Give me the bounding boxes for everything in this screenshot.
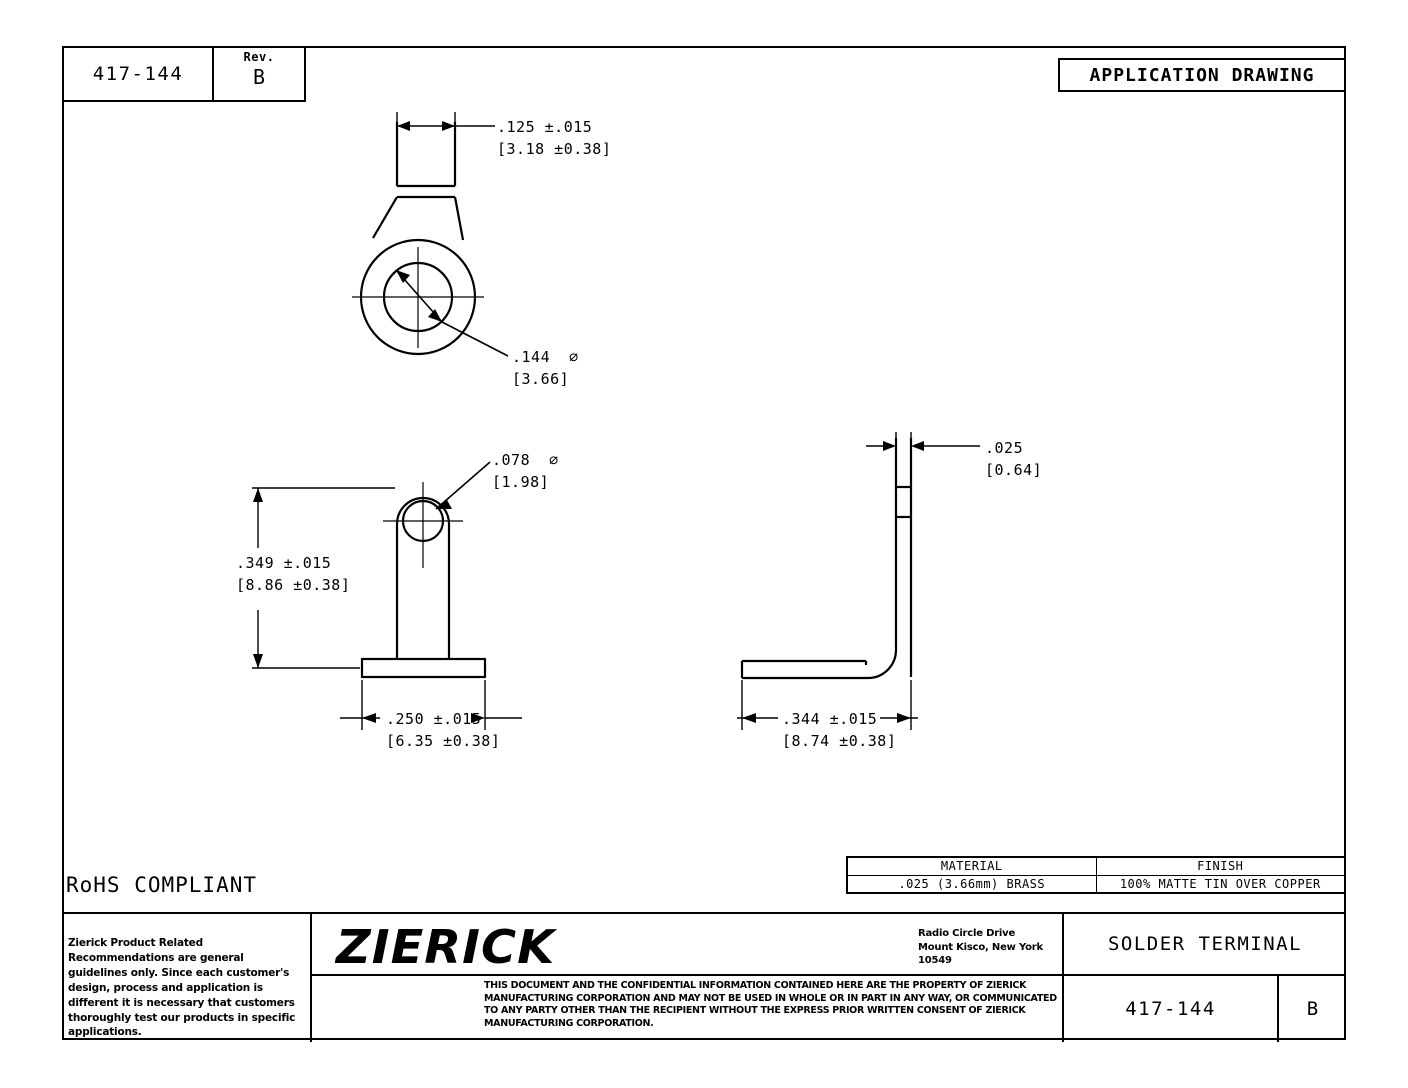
dim-text-front-base-width: .250 ±.015 [6.35 ±0.38] bbox=[386, 710, 501, 750]
header-rev-label: Rev. bbox=[243, 50, 275, 64]
header-rev-value: B bbox=[252, 65, 266, 89]
drawing-title: SOLDER TERMINAL bbox=[1107, 933, 1303, 955]
application-drawing-label: APPLICATION DRAWING bbox=[1089, 64, 1315, 86]
dim-text-side-length: .344 ±.015 [8.74 ±0.38] bbox=[782, 710, 897, 750]
company-address: Radio Circle Drive Mount Kisco, New York… bbox=[918, 927, 1064, 968]
drawing-border bbox=[62, 46, 1346, 1040]
title-block-center: ZIERICK Radio Circle Drive Mount Kisco, … bbox=[312, 914, 1064, 1042]
disclaimer-text: Zierick Product Related Recommendations … bbox=[68, 937, 296, 1039]
header-rev-box: Rev. B bbox=[214, 46, 306, 102]
dim-text-front-hole: .078 ∅ [1.98] bbox=[492, 451, 559, 491]
material-header: MATERIAL bbox=[848, 858, 1097, 875]
title-block-rev-box: B bbox=[1279, 976, 1346, 1042]
spec-table-header-row: MATERIAL FINISH bbox=[848, 858, 1344, 876]
disclaimer-notes: Zierick Product Related Recommendations … bbox=[62, 914, 312, 1042]
logo-area: ZIERICK Radio Circle Drive Mount Kisco, … bbox=[312, 914, 1064, 976]
spec-table-value-row: .025 (3.66mm) BRASS 100% MATTE TIN OVER … bbox=[848, 875, 1344, 892]
dim-text-top-width: .125 ±.015 [3.18 ±0.38] bbox=[497, 118, 612, 158]
title-block-right: SOLDER TERMINAL 417-144 B bbox=[1064, 914, 1346, 1042]
title-block-part-number: 417-144 bbox=[1125, 998, 1216, 1020]
address-line-2: Mount Kisco, New York 10549 bbox=[918, 941, 1043, 967]
dim-text-front-height: .349 ±.015 [8.86 ±0.38] bbox=[236, 554, 351, 594]
title-block: Zierick Product Related Recommendations … bbox=[62, 912, 1346, 1042]
material-value: .025 (3.66mm) BRASS bbox=[848, 875, 1097, 892]
legal-notice: THIS DOCUMENT AND THE CONFIDENTIAL INFOR… bbox=[484, 980, 1057, 1029]
dim-text-side-thickness: .025 [0.64] bbox=[985, 439, 1043, 479]
spec-table: MATERIAL FINISH .025 (3.66mm) BRASS 100%… bbox=[846, 856, 1346, 894]
title-block-part-number-box: 417-144 bbox=[1064, 976, 1279, 1042]
application-drawing-box: APPLICATION DRAWING bbox=[1058, 58, 1346, 92]
header-part-number-box: 417-144 bbox=[62, 46, 214, 102]
address-line-1: Radio Circle Drive bbox=[918, 928, 1016, 939]
rohs-compliant-label: RoHS COMPLIANT bbox=[66, 873, 258, 897]
drawing-title-box: SOLDER TERMINAL bbox=[1064, 914, 1346, 976]
finish-value: 100% MATTE TIN OVER COPPER bbox=[1119, 876, 1321, 891]
company-logo: ZIERICK bbox=[336, 920, 556, 974]
finish-header: FINISH bbox=[1197, 859, 1244, 874]
dim-text-top-hole: .144 ∅ [3.66] bbox=[512, 348, 579, 388]
title-block-rev: B bbox=[1306, 998, 1319, 1020]
header-part-number: 417-144 bbox=[92, 63, 184, 85]
